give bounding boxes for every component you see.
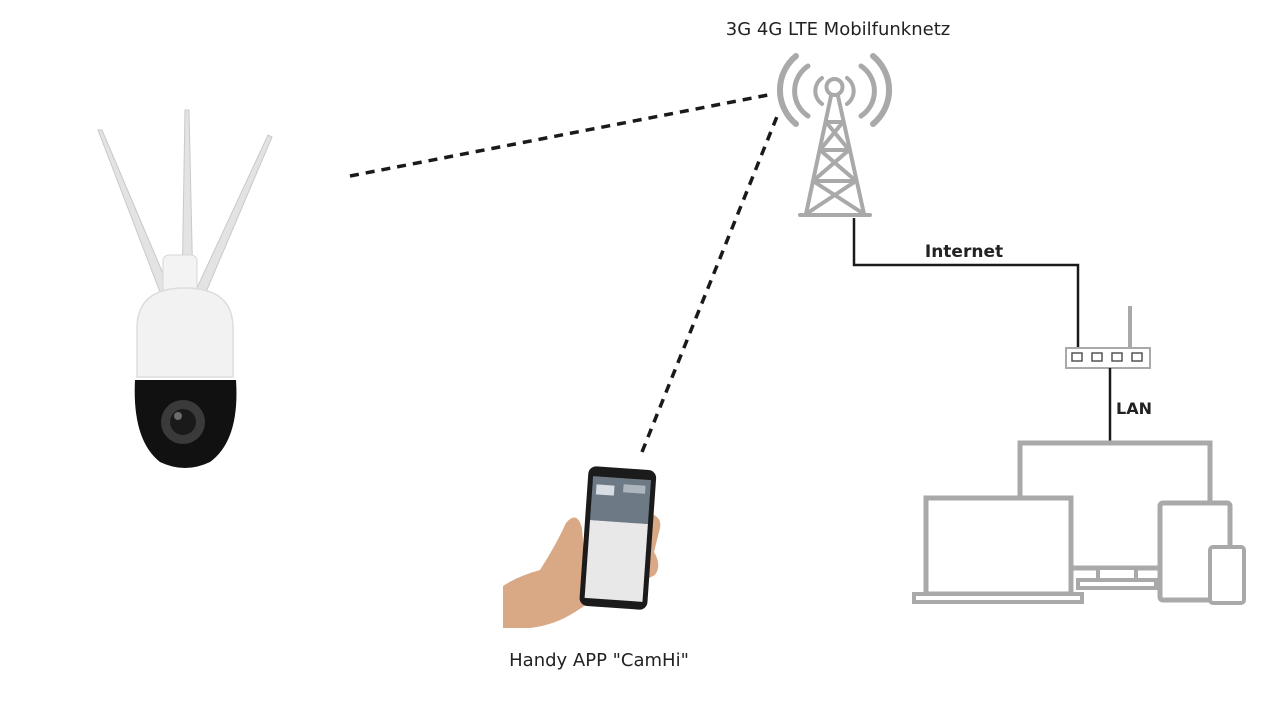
camera-to-tower-link — [349, 93, 769, 178]
app-label: Handy APP "CamHi" — [509, 650, 689, 671]
internet-link — [852, 218, 1080, 348]
cell-tower-icon — [777, 53, 892, 217]
phone-to-tower-link — [640, 113, 780, 453]
network-label: 3G 4G LTE Mobilfunknetz — [726, 19, 950, 40]
ptz-camera — [97, 109, 273, 468]
antenna-icon — [97, 109, 273, 293]
lan-label: LAN — [1116, 399, 1152, 418]
devices-group — [912, 440, 1246, 605]
laptop-icon — [912, 495, 1084, 604]
smartphone-in-hand — [503, 466, 661, 628]
router-icon — [1065, 306, 1151, 369]
phone-icon — [1208, 545, 1246, 605]
internet-label: Internet — [925, 242, 1003, 262]
